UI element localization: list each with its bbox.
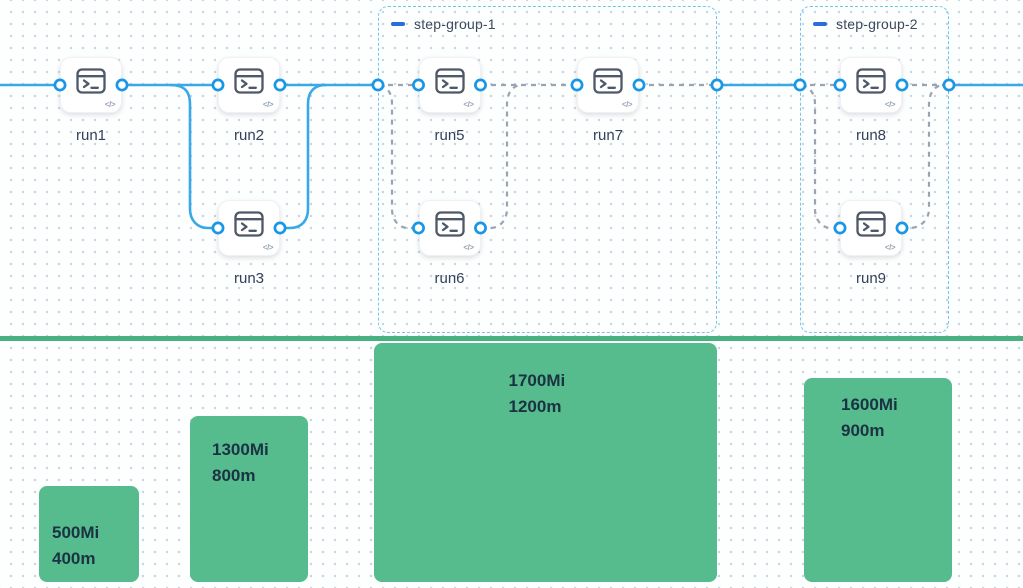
code-icon: </> [104,100,116,109]
resource-bar-3: 1700Mi 1200m [374,343,717,582]
node-label-run2: run2 [233,127,265,144]
bar-cpu-label: 400m [52,549,96,568]
port-step-group-2-out[interactable] [942,78,956,92]
bar-cpu-label: 1200m [508,397,562,416]
node-run5[interactable]: </> [418,57,481,113]
group-header: step-group-1 [391,16,496,32]
port-run9-in[interactable] [833,221,847,235]
port-step-group-1-out[interactable] [710,78,724,92]
resource-bar-1: 500Mi 400m [39,486,139,582]
bar-cpu-label: 800m [212,466,256,485]
dash-icon [813,22,827,26]
node-label-run7: run7 [592,127,624,144]
port-run2-in[interactable] [211,78,225,92]
port-run6-in[interactable] [412,221,425,235]
node-label-run6: run6 [434,270,465,287]
bar-memory-label: 1700Mi [508,371,566,390]
bar-memory-label: 500Mi [52,523,100,542]
port-run7-in[interactable] [570,78,584,92]
port-run1-in[interactable] [53,78,67,92]
port-step-group-2-in[interactable] [793,78,807,92]
edge-run3-merge[interactable] [280,83,327,230]
node-label-run9: run9 [855,270,887,287]
port-run8-in[interactable] [833,78,847,92]
port-run3-in[interactable] [211,221,225,235]
edge-run9-merge[interactable] [902,83,945,230]
node-run2[interactable]: </> [218,57,280,113]
port-run9-out[interactable] [895,221,909,235]
terminal-icon [434,68,465,94]
bar-memory-label: 1600Mi [841,395,898,414]
group-label: step-group-2 [836,16,918,32]
terminal-icon [434,211,465,237]
code-icon: </> [463,243,474,252]
edge-group1in-run6[interactable] [379,83,418,230]
code-icon: </> [262,243,274,252]
terminal-icon [856,211,886,237]
edge-run1-run3[interactable] [169,83,218,230]
bar-cpu-label: 900m [841,421,885,440]
port-run7-out[interactable] [632,78,646,92]
node-label-run8: run8 [855,127,887,144]
code-icon: </> [884,243,896,252]
terminal-icon [593,68,623,94]
group-step-group-2[interactable]: step-group-2 [800,6,949,333]
node-run7[interactable]: </> [577,57,639,113]
terminal-icon [234,211,264,237]
node-run6[interactable]: </> [418,200,481,256]
group-header: step-group-2 [813,16,918,32]
group-step-group-1[interactable]: step-group-1 [378,6,717,333]
node-label-run1: run1 [75,127,107,144]
port-step-group-1-in[interactable] [371,78,385,92]
code-icon: </> [463,100,474,109]
port-run6-out[interactable] [474,221,487,235]
node-label-run5: run5 [434,127,465,144]
bar-memory-label: 1300Mi [212,440,269,459]
node-run9[interactable]: </> [840,200,902,256]
resource-divider [0,336,1023,341]
port-run8-out[interactable] [895,78,909,92]
port-run1-out[interactable] [115,78,129,92]
dash-icon [391,22,405,26]
terminal-icon [856,68,886,94]
terminal-icon [76,68,106,94]
code-icon: </> [262,100,274,109]
code-icon: </> [884,100,896,109]
port-run5-out[interactable] [474,78,487,92]
node-run3[interactable]: </> [218,200,280,256]
code-icon: </> [621,100,633,109]
port-run2-out[interactable] [273,78,287,92]
edge-run6-merge[interactable] [481,83,523,230]
terminal-icon [234,68,264,94]
resource-bar-4: 1600Mi 900m [804,378,952,582]
resource-bar-2: 1300Mi 800m [190,416,308,582]
edge-group2in-run9[interactable] [801,83,840,230]
node-label-run3: run3 [233,270,265,287]
node-run1[interactable]: </> [60,57,122,113]
group-label: step-group-1 [414,16,496,32]
port-run5-in[interactable] [412,78,425,92]
node-run8[interactable]: </> [840,57,902,113]
port-run3-out[interactable] [273,221,287,235]
